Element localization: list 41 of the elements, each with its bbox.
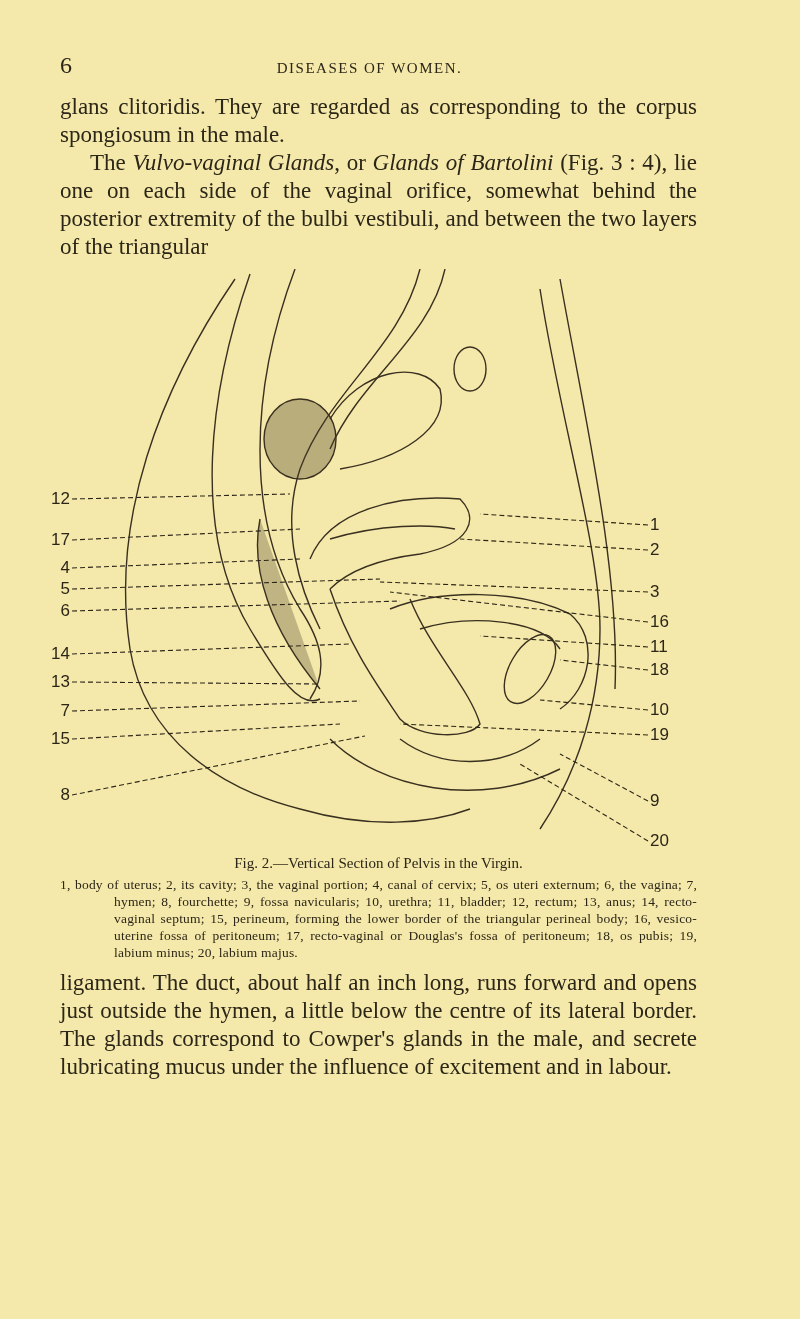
callout-number: 14 — [40, 644, 70, 664]
leader-line — [559, 659, 649, 671]
callout-number: 12 — [40, 489, 70, 509]
body-paragraph: The Vulvo-vaginal Glands, or Glands of Bartolini (Fig. 3 : 4), lie one on each side of the vaginal orifice, somewhat behind the posterior extremity of the bulbi vestibuli, and between the two layers of the triangular — [60, 149, 697, 261]
leader-line — [71, 723, 341, 740]
leader-line — [71, 558, 301, 569]
callout-number: 15 — [40, 729, 70, 749]
leader-line — [71, 493, 291, 500]
callout-number: 10 — [650, 700, 680, 720]
callout-number: 17 — [40, 530, 70, 550]
callout-number: 11 — [650, 637, 680, 657]
callout-number: 18 — [650, 660, 680, 680]
callout-number: 19 — [650, 725, 680, 745]
figure-caption: Fig. 2.—Vertical Section of Pelvis in the Virgin. — [233, 855, 524, 872]
callout-number: 16 — [650, 612, 680, 632]
callout-number: 2 — [650, 540, 680, 560]
callout-number: 1 — [650, 515, 680, 535]
leader-line — [559, 753, 649, 802]
figure-key: 1, body of uterus; 2, its cavity; 3, the vaginal portion; 4, canal of cervix; 5, os uteri externum; 6, the vagina; 7, hymen; 8, fourchette; 9, fossa navicularis; 10, urethra; 11, bladder; 12, rectum; 13, anus; 14, recto-vaginal septum; 15, perineum, forming the lower border of the triangular perineal body; 16, vesico-uterine fossa of peritoneum; 17, recto-vaginal or Douglas's fossa of peritoneum; 18, os pubis; 19, labium minus; 20, labium majus. — [60, 876, 697, 961]
leader-line — [389, 591, 649, 623]
callout-number: 13 — [40, 672, 70, 692]
callout-number: 20 — [650, 831, 680, 851]
leader-line — [459, 538, 649, 551]
leader-line — [539, 699, 649, 711]
leader-line — [379, 581, 649, 593]
page-number: 6 — [60, 52, 72, 79]
leader-line — [519, 763, 649, 842]
running-head: DISEASES OF WOMEN. — [275, 60, 464, 77]
body-paragraph: ligament. The duct, about half an inch long, runs forward and opens just outside the hymen, a little below the centre of its lateral border. The glands correspond to Cowper's glands in the male, and secrete lubricating mucus under the influence of excitement and in labour. — [60, 969, 697, 1081]
callout-number: 4 — [40, 558, 70, 578]
leader-line — [71, 735, 366, 796]
callout-number: 7 — [40, 701, 70, 721]
callout-number: 5 — [40, 579, 70, 599]
leader-line — [71, 528, 301, 541]
callout-number: 9 — [650, 791, 680, 811]
leader-line — [71, 643, 351, 655]
callout-number: 8 — [40, 785, 70, 805]
callout-number: 3 — [650, 582, 680, 602]
callout-number: 6 — [40, 601, 70, 621]
body-paragraph: glans clitoridis. They are regarded as corresponding to the corpus spongiosum in the male. — [60, 93, 697, 149]
leader-line — [71, 578, 381, 590]
